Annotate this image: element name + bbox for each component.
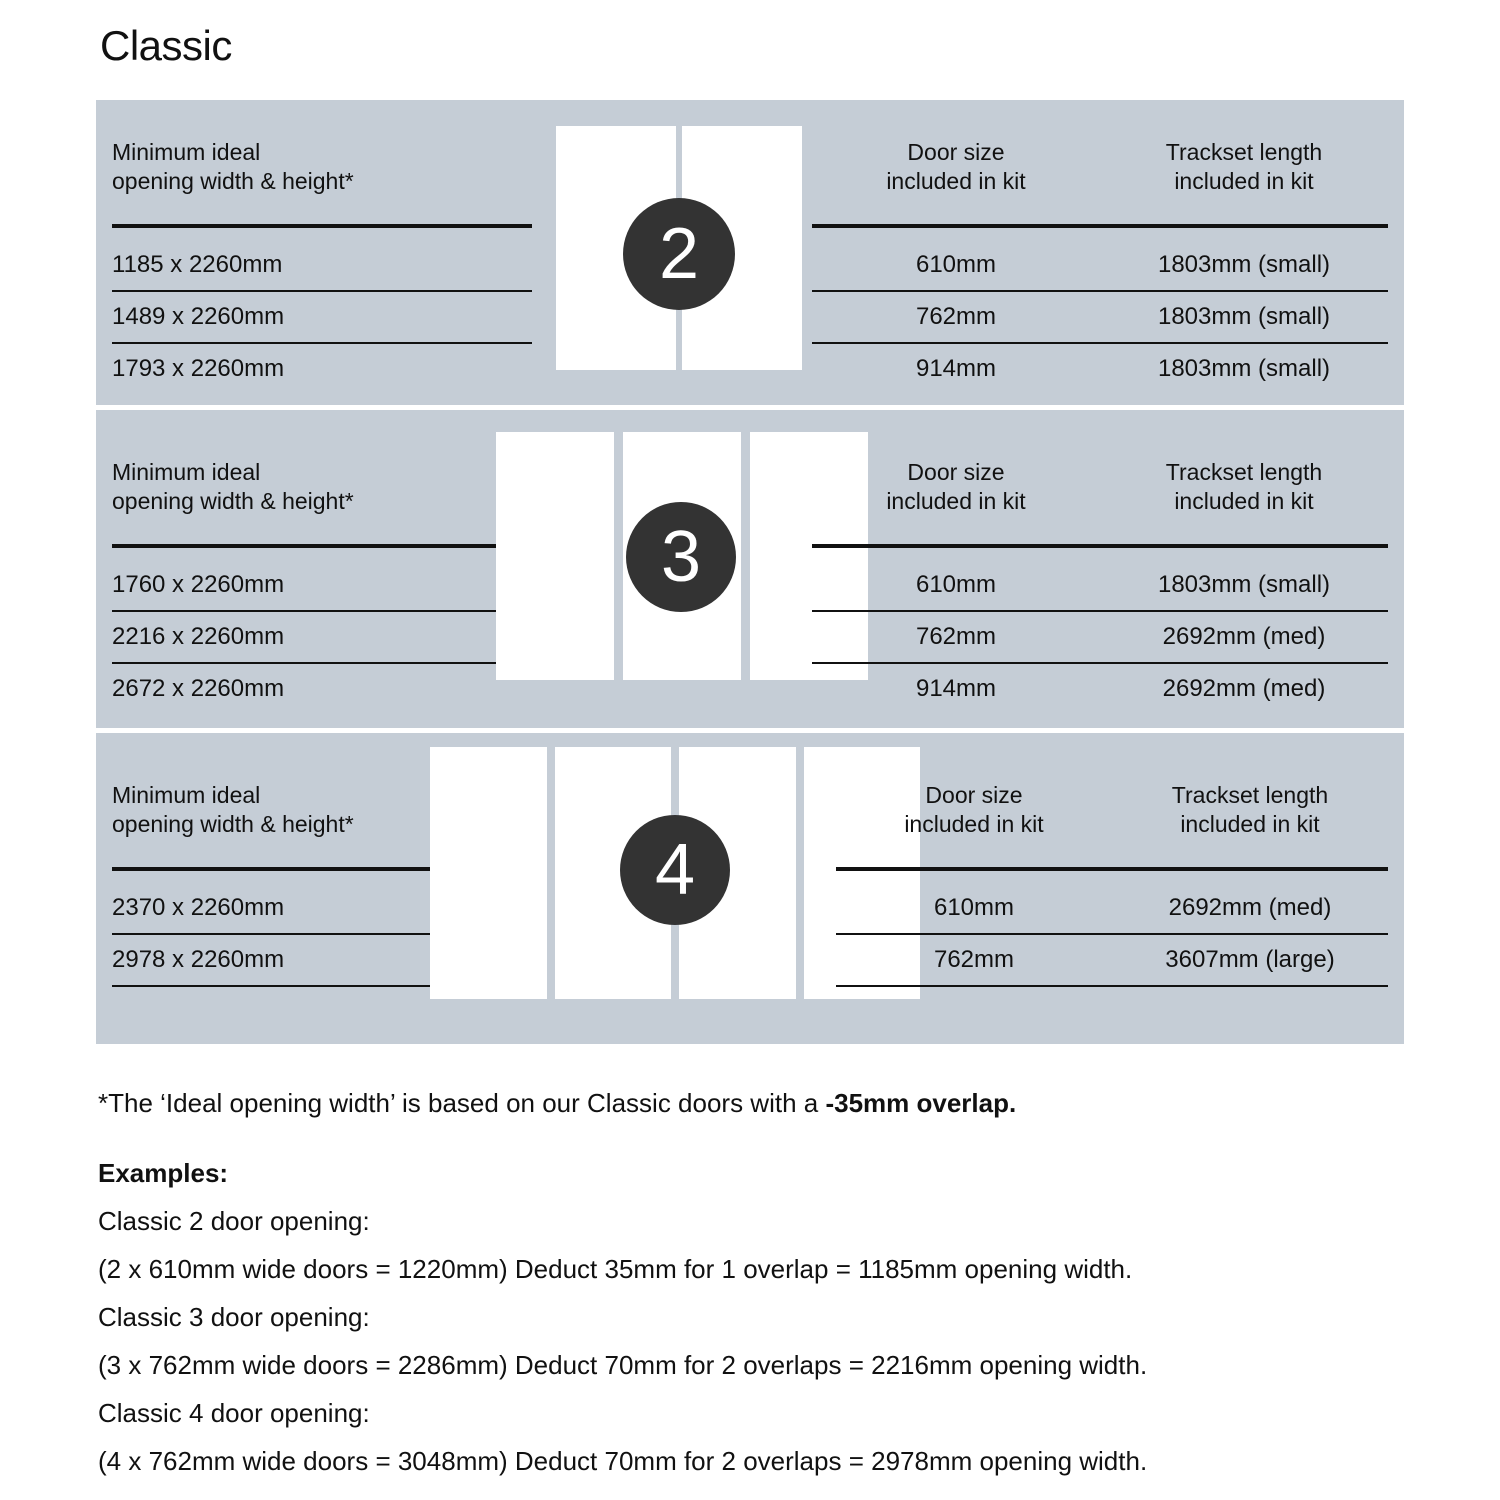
row-rule [112, 985, 442, 987]
header-rule [836, 867, 1388, 871]
trackset-header: Trackset length included in kit [1165, 139, 1323, 194]
kit-columns-3: Door size included in kit Trackset lengt… [836, 781, 1388, 987]
table-row: 762mm 1803mm (small) [812, 292, 1388, 342]
table-cell: 1803mm (small) [1157, 251, 1331, 278]
table-cell: 762mm [933, 946, 1015, 973]
table-cell: 1760 x 2260mm [112, 571, 285, 598]
header-rule [812, 224, 1388, 228]
examples-heading: Examples: [98, 1158, 229, 1188]
door-size-header: Door size included in kit [904, 782, 1044, 837]
section-divider [96, 405, 1404, 410]
row-rule [812, 610, 1388, 612]
opening-column-1: Minimum ideal opening width & height* 11… [112, 138, 532, 394]
row-rule [836, 985, 1388, 987]
example-line: (2 x 610mm wide doors = 1220mm) Deduct 3… [98, 1254, 1133, 1284]
kit-headers: Door size included in kit Trackset lengt… [812, 458, 1388, 516]
kit-columns-2: Door size included in kit Trackset lengt… [812, 458, 1388, 714]
spec-section-2-door: Minimum ideal opening width & height* 11… [96, 100, 1404, 405]
table-cell: 1803mm (small) [1157, 355, 1331, 382]
table-cell: 3607mm (large) [1165, 946, 1335, 973]
table-row: 762mm 3607mm (large) [836, 935, 1388, 985]
page-title: Classic [100, 22, 232, 69]
table-cell: 914mm [915, 355, 997, 382]
door-graphic-4 [430, 747, 920, 999]
door-size-header: Door size included in kit [886, 139, 1026, 194]
kit-headers: Door size included in kit Trackset lengt… [836, 781, 1388, 839]
row-rule [112, 933, 442, 935]
table-cell: 2216 x 2260mm [112, 623, 285, 650]
spec-section-3-door: Minimum ideal opening width & height* 17… [96, 410, 1404, 728]
trackset-header: Trackset length included in kit [1171, 782, 1329, 837]
table-cell: 2672 x 2260mm [112, 675, 285, 702]
example-line: Classic 3 door opening: [98, 1302, 370, 1332]
footnote-text: *The ‘Ideal opening width’ is based on o… [98, 1088, 826, 1118]
opening-header: Minimum ideal opening width & height* [112, 459, 354, 514]
table-cell: 2692mm (med) [1162, 623, 1326, 650]
footnote: *The ‘Ideal opening width’ is based on o… [98, 1088, 1016, 1119]
row-rule [112, 610, 532, 612]
table-cell: 610mm [933, 894, 1015, 921]
header-rule [112, 544, 532, 548]
header-rule [812, 544, 1388, 548]
table-row: 610mm 2692mm (med) [836, 883, 1388, 933]
table-row: 914mm 2692mm (med) [812, 664, 1388, 714]
opening-header: Minimum ideal opening width & height* [112, 139, 354, 194]
table-cell: 1489 x 2260mm [112, 303, 285, 330]
table-cell: 1793 x 2260mm [112, 355, 285, 382]
door-panel [803, 747, 920, 999]
example-line: Classic 2 door opening: [98, 1206, 370, 1236]
badge-label: 3 [660, 517, 702, 597]
table-cell: 610mm [915, 571, 997, 598]
footnote-bold: -35mm overlap. [825, 1088, 1017, 1118]
table-cell: 2978 x 2260mm [112, 946, 285, 973]
kit-columns-1: Door size included in kit Trackset lengt… [812, 138, 1388, 394]
spec-section-4-door: Minimum ideal opening width & height* 23… [96, 733, 1404, 1054]
row-rule [836, 933, 1388, 935]
table-cell: 1185 x 2260mm [112, 251, 283, 278]
door-panel [496, 432, 614, 680]
row-rule [812, 290, 1388, 292]
badge-label: 2 [658, 214, 700, 294]
table-cell: 2692mm (med) [1168, 894, 1332, 921]
example-line: (4 x 762mm wide doors = 3048mm) Deduct 7… [98, 1446, 1148, 1476]
table-cell: 762mm [915, 303, 997, 330]
opening-column-3: Minimum ideal opening width & height* 23… [112, 781, 442, 987]
opening-column-2: Minimum ideal opening width & height* 17… [112, 458, 532, 714]
opening-header: Minimum ideal opening width & height* [112, 782, 354, 837]
door-panel [430, 747, 547, 999]
row-rule [112, 290, 532, 292]
header-rule [112, 867, 442, 871]
door-count-badge: 2 [623, 198, 735, 310]
section-divider [96, 728, 1404, 733]
table-cell: 2370 x 2260mm [112, 894, 285, 921]
kit-headers: Door size included in kit Trackset lengt… [812, 138, 1388, 196]
table-row: 610mm 1803mm (small) [812, 560, 1388, 610]
badge-label: 4 [654, 830, 696, 910]
table-row: 762mm 2692mm (med) [812, 612, 1388, 662]
table-cell: 1803mm (small) [1157, 303, 1331, 330]
spec-card: Minimum ideal opening width & height* 11… [96, 100, 1404, 1044]
table-cell: 610mm [915, 251, 997, 278]
trackset-header: Trackset length included in kit [1165, 459, 1323, 514]
table-row: 914mm 1803mm (small) [812, 344, 1388, 394]
door-panel [750, 432, 868, 680]
door-count-badge: 3 [626, 502, 736, 612]
table-cell: 762mm [915, 623, 997, 650]
row-rule [812, 662, 1388, 664]
table-cell: 1803mm (small) [1157, 571, 1331, 598]
table-cell: 2692mm (med) [1162, 675, 1326, 702]
header-rule [112, 224, 532, 228]
door-size-header: Door size included in kit [886, 459, 1026, 514]
row-rule [112, 662, 532, 664]
row-rule [812, 342, 1388, 344]
row-rule [112, 342, 532, 344]
example-line: Classic 4 door opening: [98, 1398, 370, 1428]
example-line: (3 x 762mm wide doors = 2286mm) Deduct 7… [98, 1350, 1148, 1380]
table-cell: 914mm [915, 675, 997, 702]
door-count-badge: 4 [620, 815, 730, 925]
table-row: 610mm 1803mm (small) [812, 240, 1388, 290]
